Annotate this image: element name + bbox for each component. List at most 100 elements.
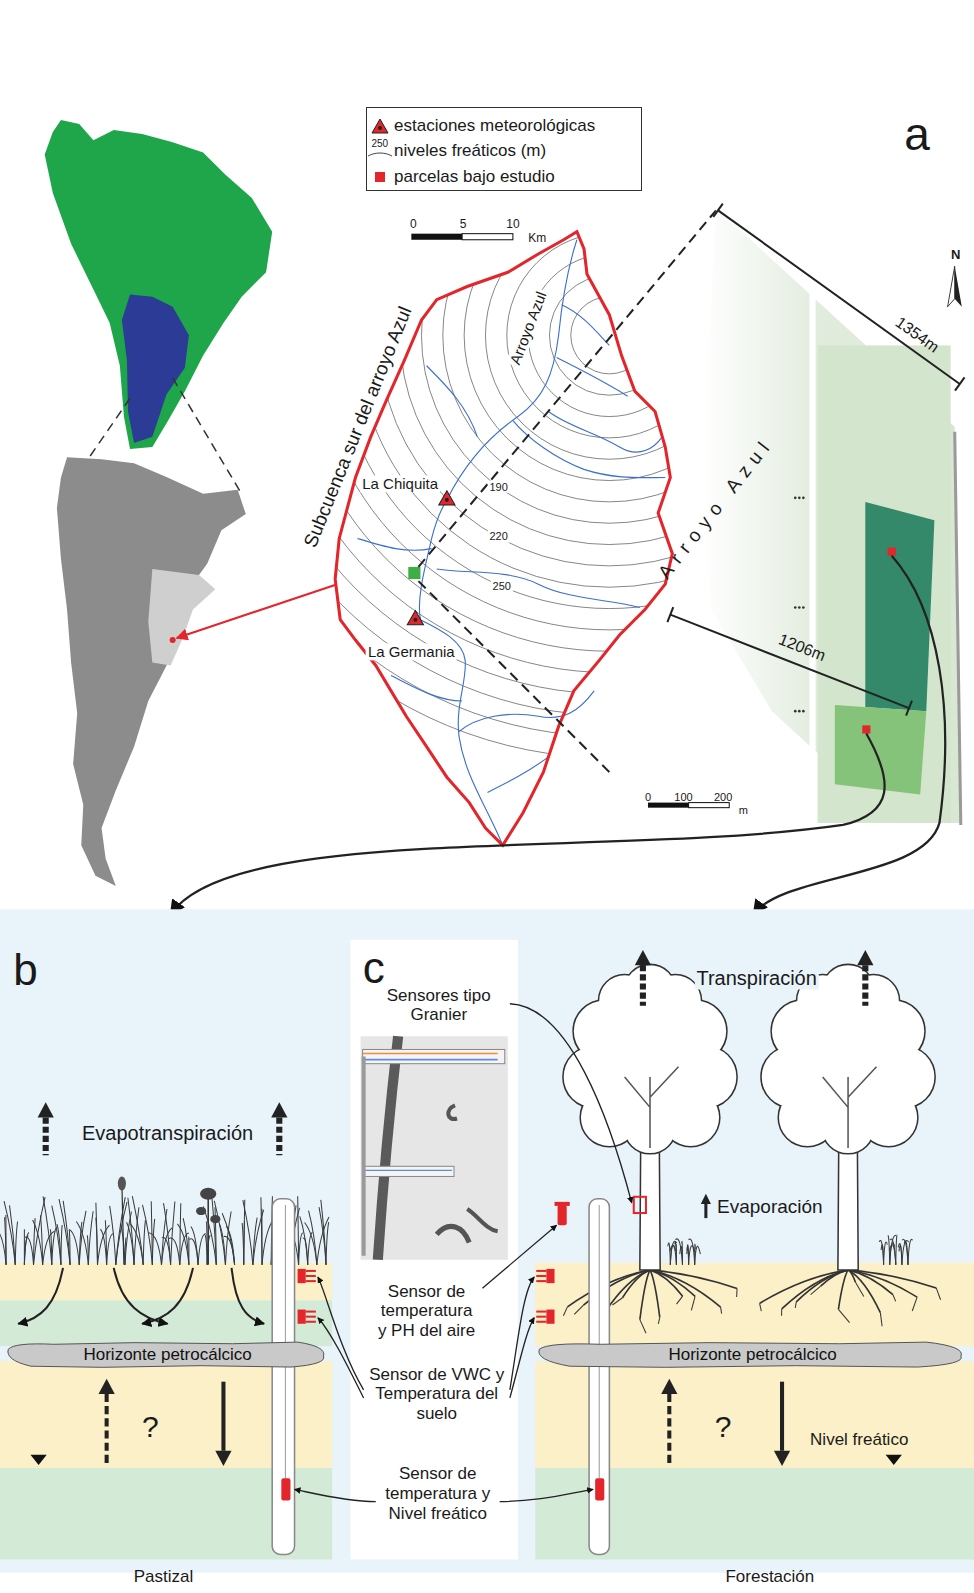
legend-text: parcelas bajo estudio	[394, 167, 555, 187]
locator-arrow	[177, 584, 337, 638]
basin-name: Subcuenca sur del arroyo Azul	[299, 303, 416, 550]
grass-blade	[695, 1246, 701, 1265]
grass-blade	[41, 1215, 43, 1264]
grass-blade	[300, 1216, 308, 1264]
grassland-plot	[835, 705, 926, 794]
link-arrow	[754, 556, 946, 915]
grass-blade	[143, 1220, 145, 1265]
river-name: Arroyo Azul	[506, 287, 551, 369]
river-network	[562, 305, 610, 346]
sensor-label: Sensor de temperatura y Nivel freático	[382, 1464, 494, 1523]
grass-blade	[243, 1200, 253, 1265]
granier-sensor-drawing	[361, 1036, 508, 1260]
rock-shape	[539, 1342, 962, 1367]
grass-blade	[110, 1206, 116, 1265]
legend-sample-label: 250	[372, 139, 389, 151]
dimension-line	[667, 607, 673, 622]
river-network	[437, 569, 640, 608]
contour-line	[507, 233, 712, 438]
root	[811, 1286, 821, 1295]
contour-label: 220	[487, 530, 509, 543]
soil-sensor	[536, 1321, 546, 1323]
root	[936, 1288, 940, 1300]
granier-marker	[634, 1197, 646, 1213]
river-name: Arroyo Azul	[654, 433, 778, 584]
granier-sensor-drawing	[448, 1105, 457, 1119]
legend-text: niveles freáticos (m)	[394, 142, 546, 162]
map-tick	[802, 710, 805, 713]
grass-blade	[675, 1239, 682, 1265]
root	[795, 1302, 796, 1308]
root	[691, 1296, 695, 1310]
scale-bar	[648, 803, 729, 808]
grass-blade	[261, 1209, 262, 1265]
grass-blade	[5, 1215, 6, 1265]
river-network	[419, 240, 576, 846]
tree-roots	[563, 1270, 940, 1333]
grass-blade	[890, 1239, 896, 1265]
air-sensor	[555, 1202, 570, 1206]
dimension-line	[713, 204, 723, 217]
dimension-line	[667, 204, 964, 716]
grass-blade	[177, 1224, 188, 1265]
root	[640, 1270, 650, 1320]
flux-arrow	[99, 1379, 115, 1394]
contour-line	[528, 254, 691, 417]
leader-line	[482, 1225, 556, 1288]
grass-blade	[670, 1241, 676, 1265]
dimension-line	[955, 377, 965, 390]
flower	[200, 1188, 216, 1200]
root	[658, 1317, 659, 1324]
leader-line	[510, 1318, 534, 1398]
band-label: Horizonte petrocálcico	[83, 1345, 251, 1365]
grass-blade	[52, 1227, 57, 1265]
scale-label: 200	[714, 790, 732, 803]
grass-blade	[50, 1229, 51, 1265]
root	[563, 1307, 567, 1316]
grass-blade	[890, 1235, 896, 1264]
root	[838, 1309, 849, 1322]
grass-blade	[299, 1233, 303, 1265]
contour-label: 250	[491, 580, 513, 593]
grass-blade	[88, 1211, 93, 1265]
grass-blade	[326, 1222, 329, 1265]
site-block	[818, 345, 951, 822]
weather-station	[407, 491, 455, 625]
forest-plot	[865, 502, 934, 711]
scale-label: 5	[460, 218, 467, 232]
band-label: Horizonte petrocálcico	[668, 1345, 836, 1365]
legend-triangle	[367, 118, 393, 134]
grass-blade	[132, 1196, 143, 1265]
grass-blade	[79, 1211, 86, 1265]
zoom-line	[89, 398, 130, 457]
root	[612, 1298, 622, 1305]
monitoring-well	[285, 1205, 286, 1478]
grass-blade	[879, 1240, 883, 1264]
weather-station	[413, 618, 417, 622]
legend-triangle-shape	[372, 119, 388, 133]
map-tick	[794, 710, 797, 713]
panel-letter: c	[363, 943, 385, 994]
flux-arrow	[640, 965, 646, 1006]
flux-arrow	[701, 1194, 711, 1204]
water-table-mark	[30, 1455, 46, 1465]
grass-blade	[69, 1229, 71, 1265]
tree	[564, 965, 737, 1153]
granier-sensor-drawing	[363, 1059, 498, 1061]
continent-map	[45, 120, 273, 449]
flux-arrow	[271, 1102, 287, 1117]
grass-blade	[198, 1233, 206, 1264]
grass-blade	[142, 1205, 152, 1265]
grass-blade	[309, 1211, 317, 1265]
grass-blade	[116, 1202, 127, 1265]
flux-arrow	[38, 1102, 54, 1117]
grass-blade	[226, 1226, 234, 1265]
grass-blade	[681, 1241, 683, 1265]
dimension-line	[718, 210, 960, 384]
monitoring-well	[281, 1478, 290, 1500]
grass-blade	[25, 1237, 34, 1265]
leader-line	[295, 1004, 632, 1502]
grass-blade	[76, 1221, 88, 1264]
flux-arrow	[105, 1394, 109, 1465]
grass-blade	[149, 1233, 162, 1265]
